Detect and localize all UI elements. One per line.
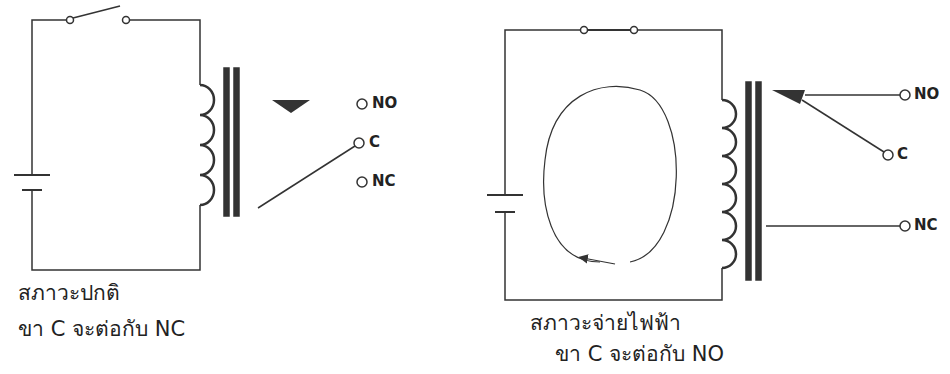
relay-core xyxy=(224,68,229,216)
terminal-label: NO xyxy=(914,86,939,103)
terminal-label: C xyxy=(897,146,908,163)
battery-plate xyxy=(22,189,42,191)
terminal xyxy=(900,221,910,231)
relay-core xyxy=(756,82,761,280)
switch-contact xyxy=(631,27,638,34)
battery-plate xyxy=(495,211,515,213)
left-circuit xyxy=(14,6,367,270)
contact-arm xyxy=(258,146,355,208)
wire xyxy=(130,20,200,85)
wire xyxy=(32,20,66,175)
contact-point xyxy=(272,100,310,113)
terminal xyxy=(354,138,364,148)
switch-contact xyxy=(581,27,588,34)
relay-coil xyxy=(722,100,736,268)
state-caption: สภาวะปกติ xyxy=(18,282,120,305)
wire xyxy=(766,225,900,227)
relay-coil xyxy=(200,85,214,205)
current-loop xyxy=(544,86,677,262)
switch-contact xyxy=(123,17,130,24)
terminal-label: NC xyxy=(372,173,396,190)
terminal xyxy=(900,90,910,100)
relay-core xyxy=(746,82,751,280)
relay-core xyxy=(234,68,239,216)
state-caption: ขา C จะต่อกับ NC xyxy=(18,318,185,341)
terminal xyxy=(883,150,893,160)
current-arrow xyxy=(583,258,615,264)
wire xyxy=(805,94,900,96)
battery-plate xyxy=(487,194,523,196)
right-circuit xyxy=(487,27,910,301)
wire xyxy=(505,212,722,300)
switch-lever xyxy=(73,6,120,18)
terminal-label: NO xyxy=(372,95,397,112)
switch-closed xyxy=(586,29,632,31)
terminal-label: NC xyxy=(914,217,938,234)
state-caption: ขา C จะต่อกับ NO xyxy=(555,343,724,366)
terminal xyxy=(357,99,367,109)
contact-arm xyxy=(802,100,884,152)
contact-point xyxy=(772,90,805,104)
wire xyxy=(636,30,722,100)
terminal xyxy=(357,177,367,187)
terminal-label: C xyxy=(369,134,380,151)
wire xyxy=(32,190,200,270)
state-caption: สภาวะจ่ายไฟฟ้า xyxy=(530,312,681,335)
battery-plate xyxy=(14,174,50,176)
switch-contact xyxy=(67,17,74,24)
